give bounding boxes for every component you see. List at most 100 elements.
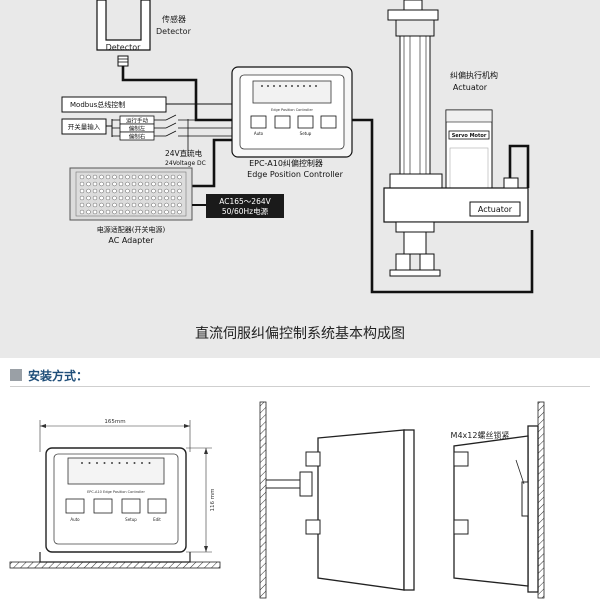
install-panel-caption: EPC-A10 Edge Position Controller: [87, 490, 145, 494]
install-side-view-b: M4x12螺丝锁紧: [451, 401, 545, 599]
install-indicator-dots: [81, 462, 151, 464]
indicator-dot: [111, 462, 113, 464]
vent-hole: [86, 174, 91, 180]
vent-hole: [112, 202, 117, 208]
vent-hole: [79, 209, 85, 215]
vent-hole: [131, 181, 137, 187]
vent-hole: [92, 195, 98, 201]
vent-hole: [86, 181, 91, 187]
indicator-dot: [81, 462, 83, 464]
actuator-label-cn: 纠偏执行机构: [450, 70, 498, 80]
indicator-dot: [279, 85, 281, 87]
section-divider: [10, 386, 590, 387]
vent-hole: [170, 202, 176, 208]
switch-item-right: 偏制右: [129, 133, 146, 141]
controller-button-arrows: [274, 115, 291, 129]
vent-hole: [151, 202, 156, 208]
indicator-dot: [118, 462, 121, 464]
vent-hole: [151, 188, 156, 194]
indicator-dot: [273, 85, 275, 87]
install-label-edit: Edit: [153, 517, 161, 522]
controller-label-cn: EPC-A10纠偏控制器: [249, 158, 323, 168]
vent-hole: [157, 174, 163, 180]
actuator-label-en: Actuator: [453, 83, 488, 92]
vent-hole: [79, 188, 85, 194]
controller-label-en: Edge Position Controller: [247, 170, 343, 179]
vent-hole: [99, 188, 104, 194]
switch-input-label: 开关量输入: [68, 122, 101, 131]
vent-hole: [125, 174, 130, 180]
vent-hole: [138, 195, 143, 201]
controller-button-setup: [297, 115, 314, 129]
vent-hole: [92, 188, 98, 194]
vent-hole: [118, 181, 124, 187]
vent-hole: [138, 188, 143, 194]
detector-box-label: Detector: [106, 43, 142, 52]
vent-hole: [138, 209, 143, 215]
vent-hole: [92, 202, 98, 208]
vent-hole: [170, 174, 176, 180]
vent-hole: [99, 195, 104, 201]
vent-hole: [125, 209, 130, 215]
vent-hole: [105, 181, 111, 187]
vent-hole: [131, 202, 137, 208]
vent-hole: [157, 195, 163, 201]
vent-hole: [92, 181, 98, 187]
height-dimension-label: 116 mm: [210, 489, 216, 512]
vent-hole: [177, 209, 182, 215]
detector-label-cn: 传感器: [162, 14, 186, 24]
switch-input-group: 开关量输入 运行手动 偏制左 偏制右: [61, 114, 232, 156]
install-drawings: 165mm EPC-A10 Edge Position Controller A…: [9, 401, 545, 599]
servo-motor-label: Servo Motor: [452, 133, 487, 139]
vent-hole: [151, 195, 156, 201]
vent-hole: [164, 195, 169, 201]
ac-adapter-label-en: AC Adapter: [108, 236, 154, 245]
vent-hole: [105, 202, 111, 208]
vent-hole: [164, 202, 169, 208]
indicator-dot: [126, 462, 128, 464]
indicator-dot: [309, 85, 311, 87]
vent-hole: [99, 202, 104, 208]
vent-hole: [105, 174, 111, 180]
switch-item-run: 运行手动: [126, 117, 149, 125]
switch-item-left: 偏制左: [129, 125, 146, 133]
vent-hole: [170, 209, 176, 215]
install-label-setup: Setup: [125, 517, 137, 522]
vent-hole: [164, 188, 169, 194]
vent-hole: [164, 181, 169, 187]
vent-hole: [157, 209, 163, 215]
vent-hole: [144, 181, 150, 187]
detector: Detector 传感器 Detector: [96, 0, 192, 67]
ac-adapter: 电源适配器(开关电源) AC Adapter: [69, 167, 193, 245]
controller-button-auto: [250, 115, 267, 129]
diagram-caption: 直流伺服纠偏控制系统基本构成图: [195, 325, 405, 342]
install-section-title: 安装方式：: [28, 368, 89, 383]
vent-hole: [118, 202, 124, 208]
vent-hole: [99, 174, 104, 180]
vent-hole: [125, 195, 130, 201]
width-dimension-label: 165mm: [104, 419, 125, 425]
indicator-dot: [267, 85, 269, 87]
controller-indicator-dots: [261, 85, 317, 87]
vent-hole: [138, 174, 143, 180]
vent-hole: [118, 188, 124, 194]
vent-hole: [105, 195, 111, 201]
actuator-cable-motor: [508, 144, 530, 188]
controller-panel-caption: Edge Position Controller: [271, 108, 313, 112]
ac-adapter-label-cn: 电源适配器(开关电源): [97, 225, 166, 234]
indicator-dot: [303, 85, 305, 87]
install-label-auto: Auto: [70, 517, 80, 522]
vent-hole: [125, 188, 130, 194]
actuator-box-label: Actuator: [478, 205, 513, 214]
ac-input-line2: 50/60Hz电源: [222, 206, 269, 216]
vent-hole: [144, 195, 150, 201]
vent-hole: [177, 202, 182, 208]
vent-hole: [131, 195, 137, 201]
vent-hole: [86, 209, 91, 215]
install-front-view: 165mm EPC-A10 Edge Position Controller A…: [9, 419, 221, 569]
ac-input-box: AC165～264V 50/60Hz电源: [192, 194, 284, 218]
actuator-cable-main: [352, 118, 534, 294]
vent-hole: [138, 202, 143, 208]
vent-hole: [170, 195, 176, 201]
vent-hole: [138, 181, 143, 187]
